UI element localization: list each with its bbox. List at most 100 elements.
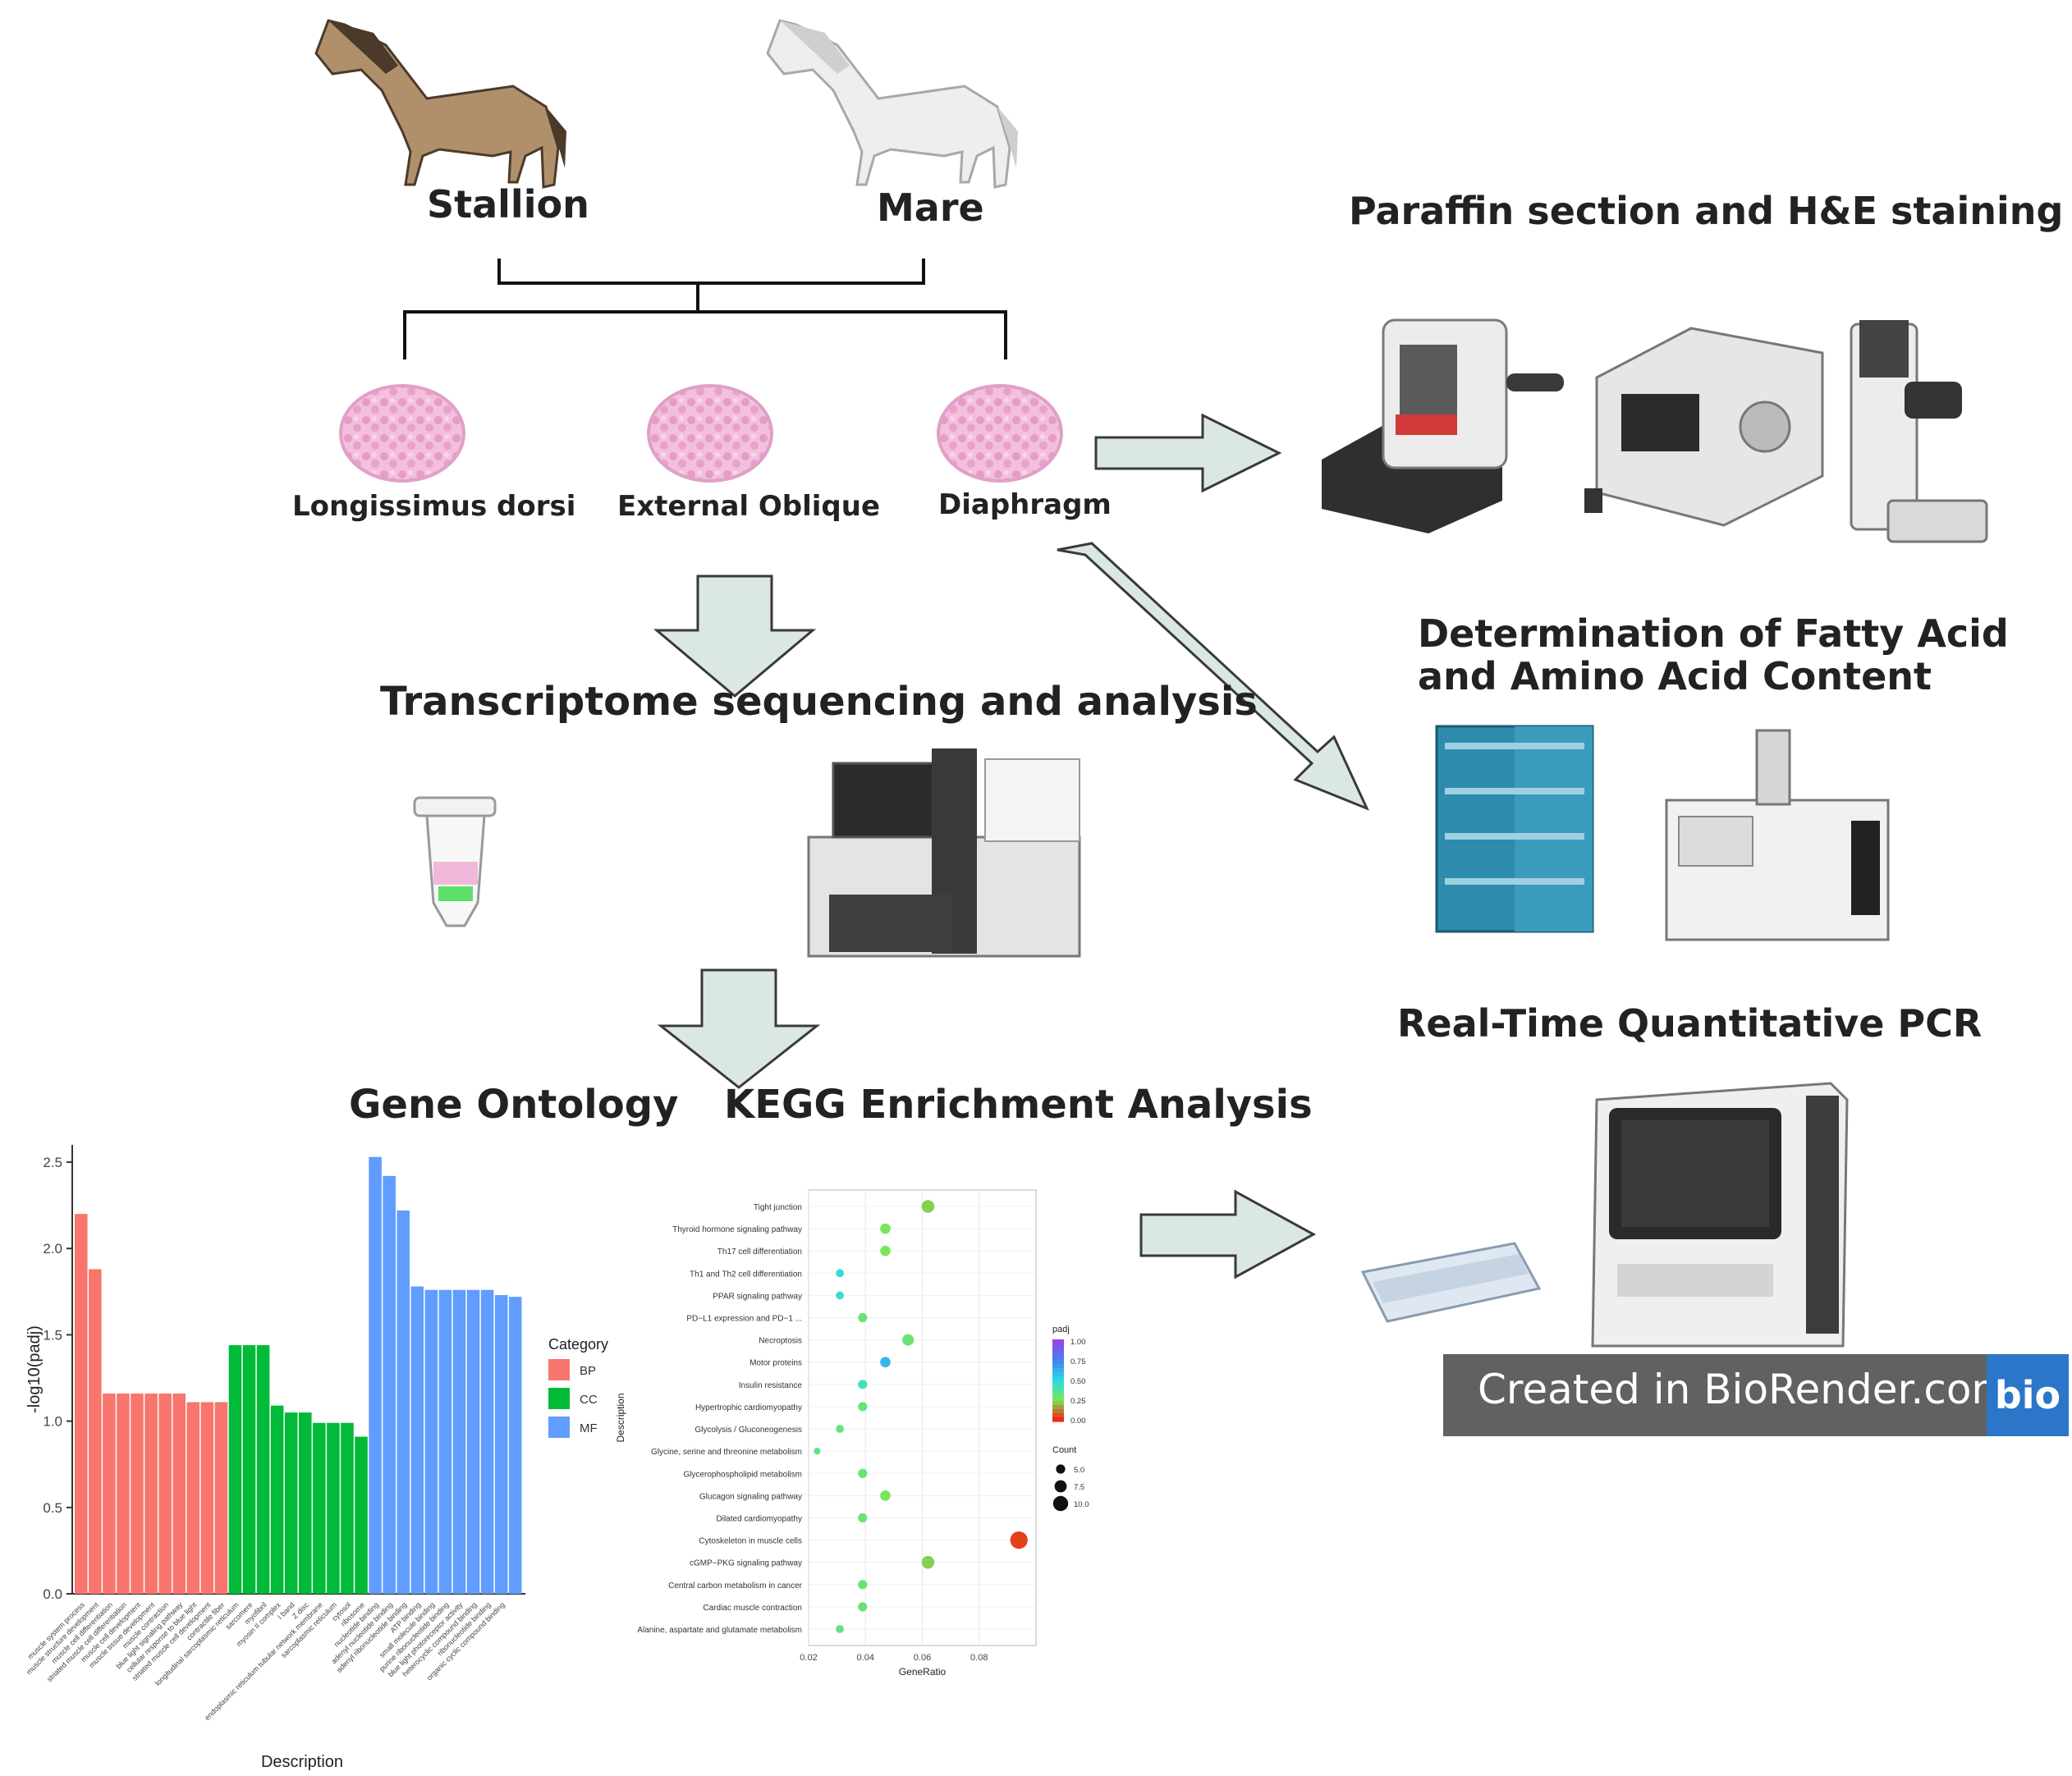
go-bar-bp (75, 1214, 88, 1594)
color-legend-gradient (1052, 1380, 1064, 1385)
y-tick-label: Th1 and Th2 cell differentiation (690, 1270, 802, 1279)
go-bar-mf (424, 1289, 438, 1594)
kegg-point (858, 1513, 868, 1523)
go-bar-bp (172, 1393, 186, 1594)
color-legend-gradient (1052, 1409, 1064, 1414)
go-bar-mf (397, 1210, 410, 1594)
color-legend-title: padj (1052, 1325, 1070, 1334)
y-tick-label: PD−L1 expression and PD−1 ... (686, 1315, 802, 1324)
kegg-point (858, 1312, 868, 1323)
horse-white-icon (766, 19, 1018, 189)
y-tick-label: PPAR signaling pathway (713, 1292, 802, 1301)
kegg-point (858, 1580, 868, 1590)
mare-label: Mare (877, 185, 984, 230)
go-bar-cc (256, 1345, 270, 1594)
kegg-point (858, 1402, 868, 1412)
color-legend-gradient (1052, 1417, 1064, 1422)
legend-label: MF (580, 1421, 598, 1435)
go-bar-mf (452, 1289, 466, 1594)
color-legend-label: 0.75 (1070, 1357, 1086, 1366)
microscope-icon (1850, 320, 1988, 543)
hplc-instrument-icon (1435, 725, 1594, 933)
color-legend-gradient (1052, 1343, 1064, 1348)
size-legend-dot (1056, 1464, 1066, 1474)
go-bar-cc (299, 1412, 312, 1594)
bracket-lines (403, 259, 1007, 359)
y-tick-label: Hypertrophic cardiomyopathy (695, 1403, 802, 1412)
size-legend-title: Count (1052, 1445, 1076, 1455)
x-axis-title: Description (261, 1753, 343, 1771)
color-legend-gradient (1052, 1364, 1064, 1369)
flow-arrows (653, 413, 1369, 1279)
go-bar-cc (284, 1412, 298, 1594)
color-legend-gradient (1052, 1397, 1064, 1402)
go-bar-bp (214, 1402, 228, 1594)
y-tick-label: 0.5 (43, 1500, 62, 1516)
y-tick-label: Necroptosis (759, 1337, 802, 1346)
horse-brown-icon (314, 19, 566, 189)
kegg-point (836, 1625, 844, 1633)
go-bar-cc (242, 1345, 256, 1594)
y-tick-label: Glycolysis / Gluconeogenesis (694, 1426, 802, 1435)
kegg-point (880, 1490, 891, 1501)
tissue-label-longissimus: Longissimus dorsi (292, 490, 576, 523)
go-bar-cc (341, 1422, 354, 1594)
color-legend-gradient (1052, 1385, 1064, 1389)
color-legend-gradient (1052, 1339, 1064, 1344)
y-tick-label: 0.0 (43, 1586, 62, 1602)
kegg-point (880, 1357, 891, 1368)
kegg-point (858, 1380, 868, 1389)
go-bar-cc (270, 1405, 284, 1594)
x-axis-title: GeneRatio (899, 1666, 947, 1678)
kegg-point (921, 1200, 935, 1213)
go-bar-mf (410, 1286, 424, 1594)
go-bar-bp (144, 1393, 158, 1594)
x-tick-label: 0.06 (914, 1653, 931, 1663)
biorender-text: Created in BioRender.com (1478, 1366, 2012, 1413)
go-bar-cc (327, 1422, 340, 1594)
kegg-point (1010, 1531, 1028, 1549)
y-tick-label: Insulin resistance (739, 1381, 803, 1390)
go-bar-cc (313, 1422, 326, 1594)
legend-swatch-cc (548, 1388, 570, 1409)
color-legend-gradient (1052, 1348, 1064, 1353)
y-axis-title: -log10(padj) (25, 1325, 44, 1413)
kegg-title: KEGG Enrichment Analysis (724, 1082, 1313, 1128)
microtome-icon (1322, 318, 1564, 533)
go-bar-bp (200, 1402, 214, 1594)
y-tick-label: Central carbon metabolism in cancer (668, 1581, 803, 1591)
go-bar-bp (117, 1393, 130, 1594)
legend-label: CC (580, 1393, 598, 1407)
color-legend-gradient (1052, 1405, 1064, 1410)
x-tick-label: 0.08 (970, 1653, 988, 1663)
biorender-banner: Created in BioRender.com bio (1443, 1354, 2069, 1436)
qpcr-machine-icon (1591, 1082, 1849, 1348)
x-tick-label: 0.02 (800, 1653, 817, 1663)
y-axis-title: Description (615, 1393, 626, 1442)
kegg-point (902, 1334, 915, 1346)
kegg-point (836, 1269, 844, 1278)
legend-swatch-bp (548, 1359, 570, 1380)
size-legend-label: 7.5 (1074, 1483, 1084, 1492)
color-legend-gradient (1052, 1376, 1064, 1381)
go-bar-cc (228, 1345, 242, 1594)
color-legend-label: 0.50 (1070, 1377, 1086, 1386)
kegg-point (836, 1291, 844, 1300)
kegg-point (880, 1223, 891, 1234)
go-bar-mf (369, 1156, 382, 1594)
x-tick-label: 0.04 (857, 1653, 874, 1663)
go-bar-mf (466, 1289, 480, 1594)
fatty-acid-title-line2: and Amino Acid Content (1418, 654, 1932, 698)
y-tick-label: Glycerophospholipid metabolism (683, 1470, 802, 1479)
gene-ontology-title: Gene Ontology (349, 1082, 679, 1128)
tissue-label-diaphragm: Diaphragm (938, 488, 1112, 521)
color-legend-gradient (1052, 1368, 1064, 1373)
color-legend-gradient (1052, 1360, 1064, 1365)
y-tick-label: Cardiac muscle contraction (703, 1604, 802, 1613)
go-bar-mf (438, 1289, 452, 1594)
y-tick-label: Motor proteins (749, 1359, 802, 1368)
tissue-label-external-oblique: External Oblique (617, 490, 881, 523)
go-bar-bp (158, 1393, 172, 1594)
legend-swatch-mf (548, 1417, 570, 1438)
sequencer-icon (807, 748, 1081, 958)
